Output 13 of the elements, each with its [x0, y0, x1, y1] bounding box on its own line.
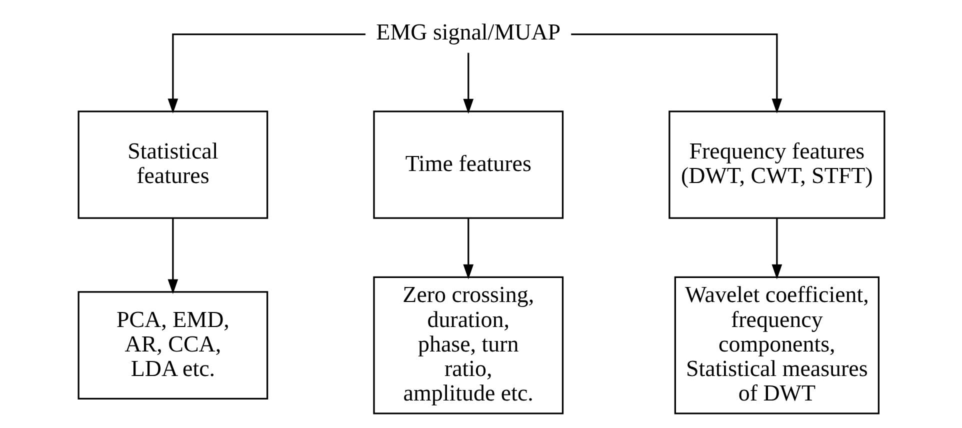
arrow: [462, 218, 474, 280]
arrow: [167, 33, 365, 114]
node-box: Zero crossing, duration, phase, turn ratio, amplitude etc.: [372, 276, 564, 414]
node-box: Wavelet coefficient, frequency components, Statistical measures of DWT: [674, 276, 880, 414]
node-text: EMG signal/MUAP: [376, 20, 560, 45]
arrow: [570, 33, 782, 114]
node-box: Frequency features (DWT, CWT, STFT): [668, 110, 885, 219]
arrow: [462, 52, 474, 114]
node-box: Statistical features: [77, 110, 268, 219]
arrow: [771, 218, 782, 280]
node-box: Time features: [372, 110, 564, 219]
node-box: PCA, EMD, AR, CCA, LDA etc.: [77, 291, 268, 400]
arrow: [167, 218, 178, 294]
